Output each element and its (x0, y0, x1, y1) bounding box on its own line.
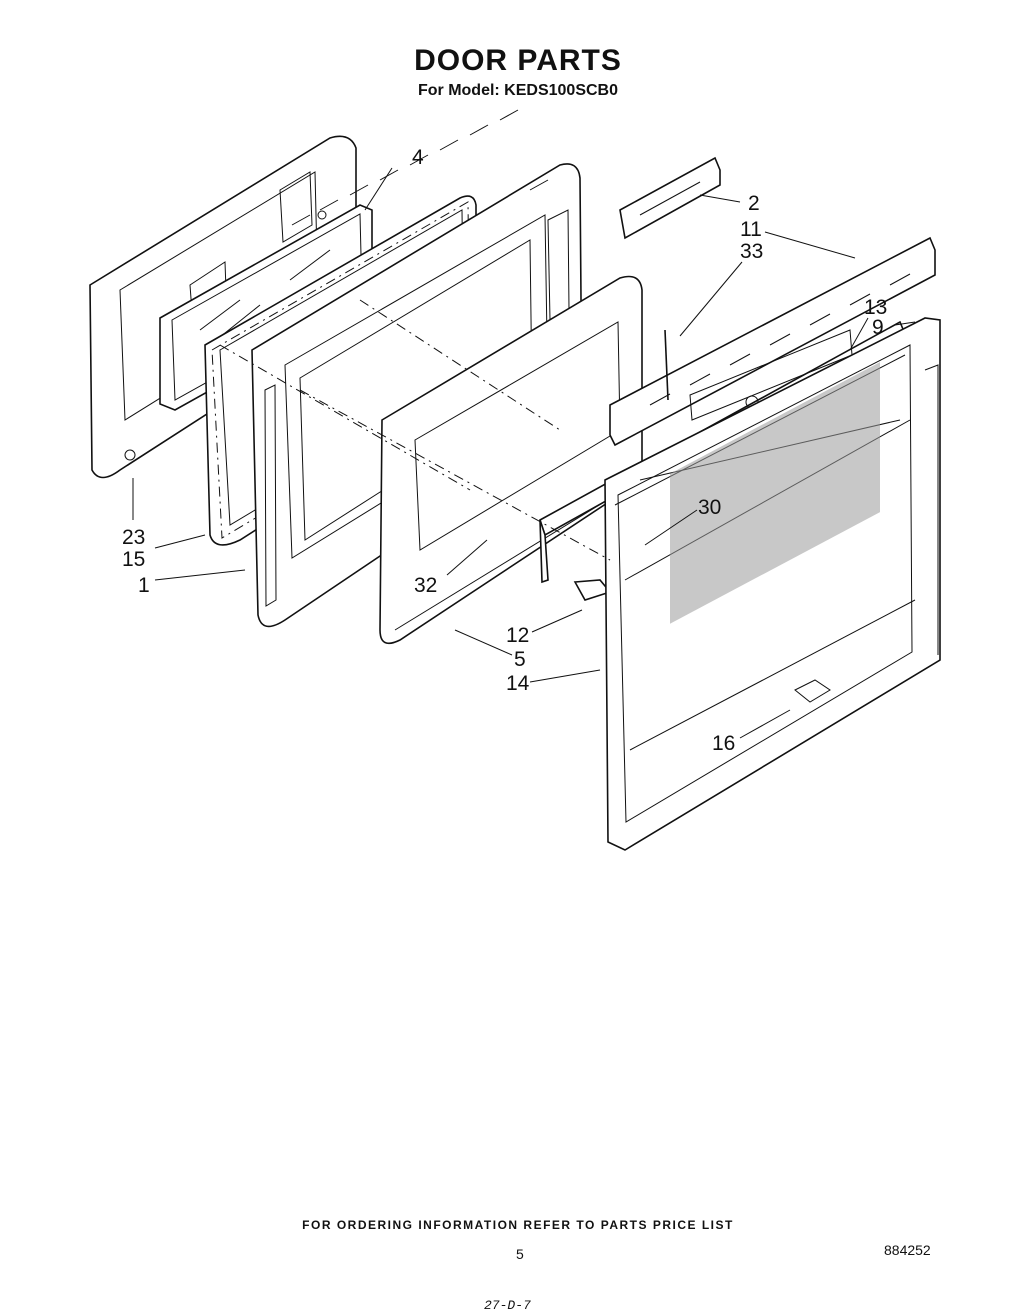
callout-5: 5 (514, 648, 526, 671)
ordering-note: FOR ORDERING INFORMATION REFER TO PARTS … (302, 1218, 734, 1232)
callout-11: 11 (740, 218, 762, 241)
leader-lines (132, 167, 916, 739)
alignment-lines (219, 299, 611, 561)
callout-4: 4 (412, 146, 424, 169)
callout-14: 14 (506, 672, 530, 695)
callout-32: 32 (414, 574, 437, 597)
callout-16: 16 (712, 732, 735, 755)
callout-12: 12 (506, 624, 529, 647)
part-outer-door (604, 317, 941, 851)
callout-1: 1 (138, 574, 150, 597)
callout-30: 30 (698, 496, 721, 519)
callout-9: 9 (872, 316, 884, 339)
callout-15: 15 (122, 548, 145, 571)
part-top-channel (609, 156, 936, 447)
handwritten-stamp: 27-D-7 (484, 1298, 531, 1313)
page-number: 5 (516, 1246, 524, 1262)
document-number: 884252 (884, 1242, 931, 1258)
callout-23: 23 (122, 526, 145, 549)
page-title: DOOR PARTS (414, 44, 622, 77)
callout-33: 33 (740, 240, 763, 263)
model-subtitle: For Model: KEDS100SCB0 (417, 82, 619, 99)
callout-2: 2 (748, 192, 760, 215)
callout-13: 13 (864, 296, 887, 319)
